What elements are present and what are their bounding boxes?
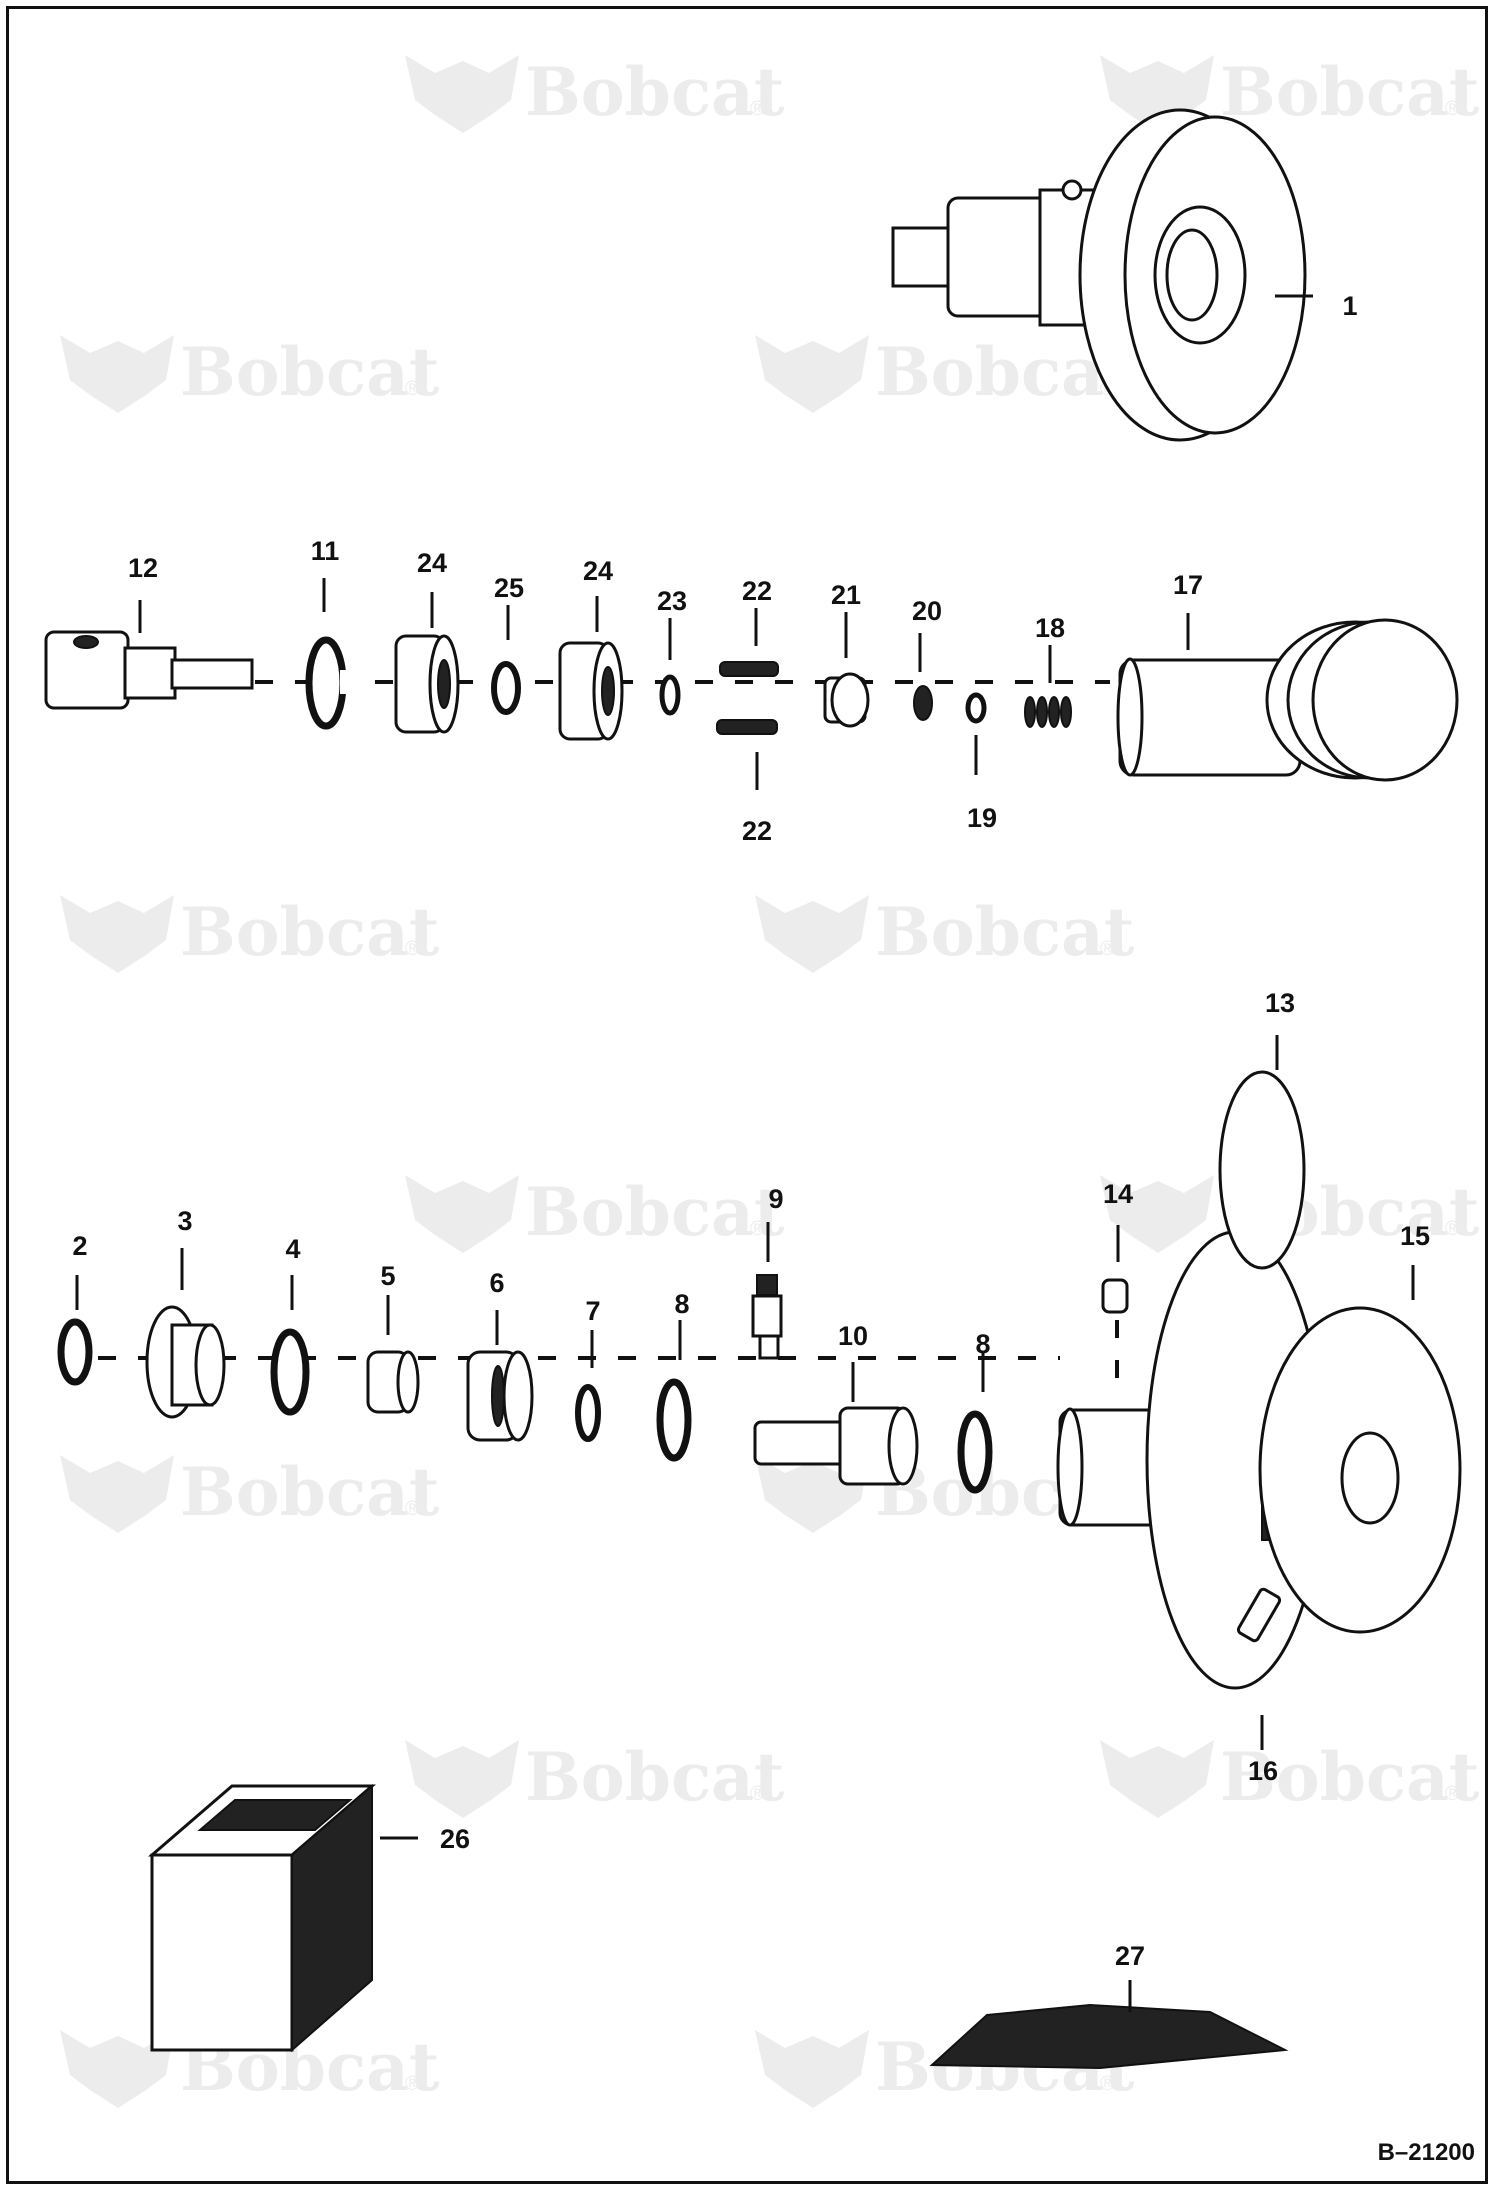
watermark-registered-mark: ® [750, 1218, 765, 1240]
leader-lines [75, 294, 1415, 2012]
callout-25: 25 [494, 573, 524, 603]
callout-2: 2 [72, 1231, 87, 1261]
callouts: 1 12 11 24 25 24 23 22 21 20 18 17 22 19… [72, 291, 1475, 2166]
bobcat-logo-icon [60, 1455, 174, 1533]
bobcat-watermark: Bobcat® [60, 1453, 440, 1533]
figure-reference: B–21200 [1378, 2139, 1475, 2166]
bobcat-logo-icon [405, 55, 519, 133]
watermark-registered-mark: ® [405, 378, 420, 400]
callout-20: 20 [912, 596, 942, 626]
bobcat-logo-icon [755, 335, 869, 413]
watermark-registered-mark: ® [750, 1783, 765, 1805]
callout-19: 19 [967, 803, 997, 833]
callout-4: 4 [285, 1234, 300, 1264]
callout-17: 17 [1173, 570, 1203, 600]
part-27-sheet [929, 2003, 1289, 2070]
callout-8a: 8 [674, 1289, 689, 1319]
part-1-drive-pulley [891, 108, 1307, 442]
upper-shaft-assembly [44, 618, 1459, 782]
watermark-text: Bobcat [525, 53, 785, 131]
part-26-kit-box [147, 1783, 377, 2053]
callout-1: 1 [1342, 291, 1357, 321]
callout-14: 14 [1103, 1179, 1133, 1209]
watermark-text: Bobcat [1220, 1738, 1480, 1816]
bobcat-watermark: Bobcat® [405, 1738, 785, 1818]
callout-24a: 24 [417, 548, 447, 578]
bobcat-watermark: Bobcat® [405, 1173, 785, 1253]
watermark-registered-mark: ® [1100, 2073, 1115, 2095]
bobcat-watermark: Bobcat® [755, 333, 1135, 413]
callout-11: 11 [311, 536, 340, 566]
watermark-registered-mark: ® [405, 938, 420, 960]
bobcat-logo-icon [1100, 1740, 1214, 1818]
watermark-registered-mark: ® [1445, 98, 1460, 120]
watermark-registered-mark: ® [405, 1498, 420, 1520]
callout-21: 21 [831, 580, 861, 610]
callout-22b: 22 [742, 816, 772, 846]
bobcat-watermark: Bobcat® [60, 893, 440, 973]
callout-18: 18 [1035, 613, 1065, 643]
callout-3: 3 [177, 1206, 192, 1236]
watermark-registered-mark: ® [405, 2073, 420, 2095]
callout-22a: 22 [742, 576, 772, 606]
bobcat-logo-icon [60, 2030, 174, 2108]
callout-10: 10 [838, 1321, 868, 1351]
watermark-registered-mark: ® [1100, 938, 1115, 960]
bobcat-watermark: Bobcat® [755, 893, 1135, 973]
bobcat-logo-icon [60, 895, 174, 973]
bobcat-watermark: Bobcat® [1100, 1738, 1480, 1818]
watermark-registered-mark: ® [750, 98, 765, 120]
watermark-text: Bobcat [1220, 53, 1480, 131]
callout-26: 26 [440, 1824, 470, 1854]
callout-7: 7 [585, 1296, 600, 1326]
callout-15: 15 [1400, 1221, 1430, 1251]
watermark-registered-mark: ® [1445, 1218, 1460, 1240]
watermark-registered-mark: ® [1445, 1783, 1460, 1805]
bobcat-logo-icon [405, 1175, 519, 1253]
watermark-layer: Bobcat®Bobcat®Bobcat®Bobcat®Bobcat®Bobca… [60, 53, 1480, 2108]
watermark-text: Bobcat [180, 333, 440, 411]
bobcat-watermark: Bobcat® [60, 333, 440, 413]
callout-6: 6 [489, 1268, 504, 1298]
bobcat-logo-icon [405, 1740, 519, 1818]
watermark-text: Bobcat [180, 893, 440, 971]
bobcat-logo-icon [755, 2030, 869, 2108]
watermark-text: Bobcat [875, 893, 1135, 971]
watermark-text: Bobcat [525, 1738, 785, 1816]
watermark-text: Bobcat [525, 1173, 785, 1251]
callout-8b: 8 [975, 1329, 990, 1359]
bobcat-logo-icon [755, 895, 869, 973]
callout-12: 12 [128, 553, 158, 583]
callout-27: 27 [1115, 1941, 1145, 1971]
lower-clutch-assembly [57, 1070, 1462, 1690]
bobcat-logo-icon [60, 335, 174, 413]
callout-5: 5 [380, 1261, 395, 1291]
callout-24b: 24 [583, 556, 613, 586]
callout-23: 23 [657, 586, 687, 616]
callout-9: 9 [768, 1184, 783, 1214]
bobcat-watermark: Bobcat® [405, 53, 785, 133]
callout-13: 13 [1265, 988, 1295, 1018]
bobcat-logo-icon [1100, 1175, 1214, 1253]
callout-16: 16 [1248, 1756, 1278, 1786]
watermark-text: Bobcat [180, 1453, 440, 1531]
